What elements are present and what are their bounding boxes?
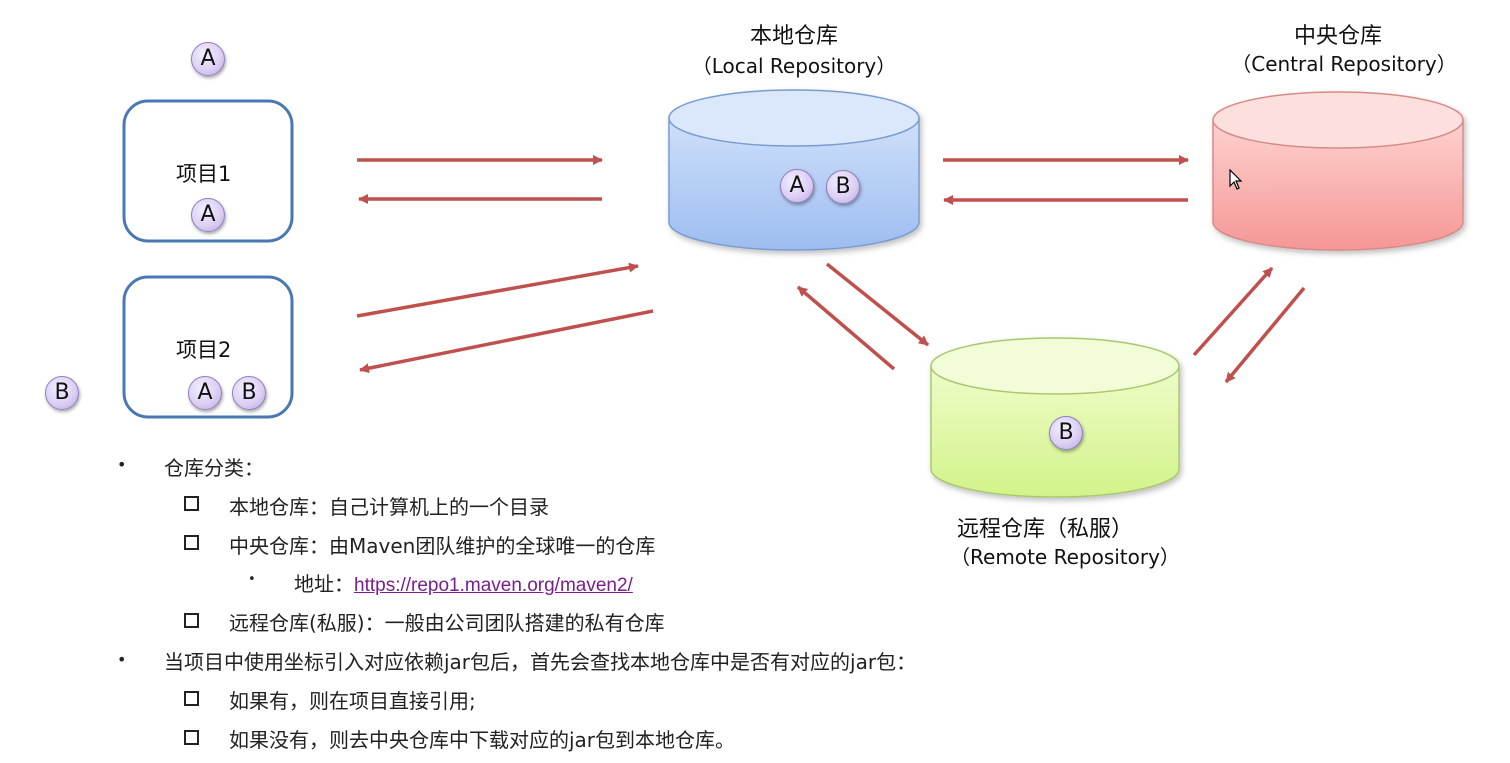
bullet-dot: • xyxy=(117,650,127,669)
checkbox-square-icon xyxy=(184,730,199,745)
arrow-remote-to-central xyxy=(1192,266,1274,357)
arrow-project2-to-local xyxy=(356,262,639,318)
dependency-badge-b: B xyxy=(45,376,79,410)
address-label: 地址： xyxy=(294,572,354,596)
remote-repository-title: 远程仓库（私服） xyxy=(956,517,1133,542)
dependency-badge-a: A xyxy=(191,198,225,232)
remote-repository-subtitle: （Remote Repository） xyxy=(950,545,1180,569)
local-repository-subtitle: （Local Repository） xyxy=(691,54,897,78)
dependency-badge-b: B xyxy=(232,376,266,410)
arrow-central-to-remote xyxy=(1224,286,1306,384)
arrow-local-to-remote xyxy=(825,262,930,347)
arrow-remote-to-local xyxy=(796,285,896,371)
bullet-dot: • xyxy=(248,572,256,587)
central-repository-title: 中央仓库 xyxy=(1293,24,1382,49)
notes-item-remote: 远程仓库(私服)：一般由公司团队搭建的私有仓库 xyxy=(229,611,665,635)
dependency-badge-a: A xyxy=(780,169,814,203)
checkbox-square-icon xyxy=(184,613,199,628)
notes-bullet-lookup: 当项目中使用坐标引入对应依赖jar包后，首先会查找本地仓库中是否有对应的jar包… xyxy=(164,650,917,674)
dependency-badge-a: A xyxy=(188,376,222,410)
central-repository-subtitle: （Central Repository） xyxy=(1231,52,1457,76)
dependency-badge-b: B xyxy=(826,170,860,204)
arrow-local-to-project2 xyxy=(359,309,654,374)
remote-repository-cylinder xyxy=(930,337,1180,498)
checkbox-square-icon xyxy=(184,535,199,550)
checkbox-square-icon xyxy=(184,496,199,511)
notes-item-central: 中央仓库：由Maven团队维护的全球唯一的仓库 xyxy=(229,534,656,558)
flow-arrows xyxy=(356,155,1306,384)
notes-item-found: 如果有，则在项目直接引用; xyxy=(229,689,476,713)
project-2-label: 项目2 xyxy=(176,338,232,362)
central-repository-cylinder xyxy=(1212,91,1464,251)
project-1-box xyxy=(122,99,294,243)
notes-item-local: 本地仓库：自己计算机上的一个目录 xyxy=(229,495,549,519)
checkbox-square-icon xyxy=(184,691,199,706)
project-1-label: 项目1 xyxy=(176,162,232,186)
bullet-dot: • xyxy=(117,455,127,474)
local-repository-title: 本地仓库 xyxy=(749,24,838,49)
central-repository-link[interactable]: https://repo1.maven.org/maven2/ xyxy=(354,575,633,596)
notes-address-line: 地址：https://repo1.maven.org/maven2/ xyxy=(294,568,633,597)
notes-item-not-found: 如果没有，则去中央仓库中下载对应的jar包到本地仓库。 xyxy=(229,728,736,752)
dependency-badge-b: B xyxy=(1049,416,1083,450)
mouse-cursor-icon xyxy=(1229,169,1243,190)
dependency-badge-a: A xyxy=(191,42,225,76)
notes-bullet-repository-types: 仓库分类： xyxy=(164,456,264,480)
